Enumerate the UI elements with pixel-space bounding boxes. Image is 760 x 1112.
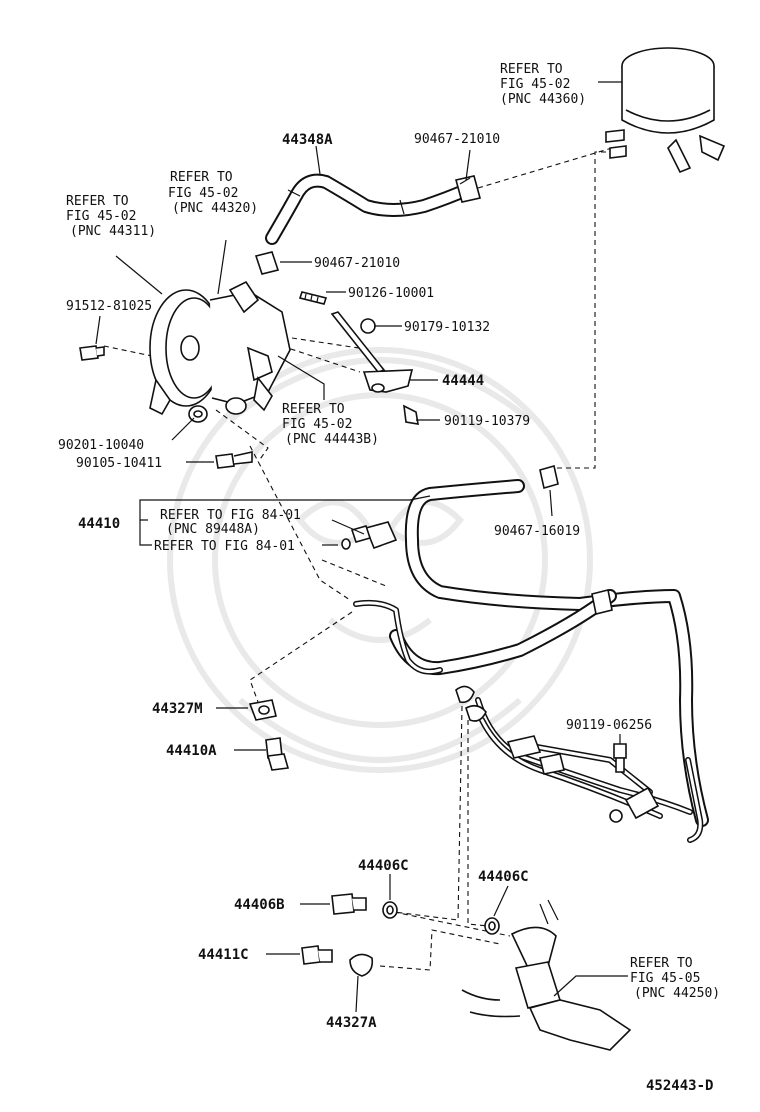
callout-line: (PNC 44443B) bbox=[285, 432, 379, 447]
return-hose-main[interactable] bbox=[404, 479, 709, 827]
part-label: 90467-16019 bbox=[494, 524, 580, 539]
part-label: 44410 bbox=[78, 516, 120, 532]
callout-line: REFER TO bbox=[282, 402, 345, 417]
nut-90179[interactable] bbox=[360, 318, 376, 334]
gasket-44406c-a[interactable] bbox=[382, 901, 398, 919]
part-label: 44410A bbox=[166, 743, 217, 759]
callout-line: REFER TO bbox=[66, 194, 129, 209]
bolt-90126[interactable] bbox=[298, 291, 328, 305]
callout-bracket: REFER TO FIG 45-02 (PNC 44443B) bbox=[282, 402, 379, 447]
callout-line: FIG 45-02 bbox=[168, 186, 238, 201]
callout-switch: REFER TO FIG 84-01 (PNC 89448A) REFER TO… bbox=[154, 508, 301, 554]
callout-line: FIG 45-02 bbox=[500, 77, 570, 92]
union-fitting-44327a[interactable] bbox=[349, 953, 374, 977]
hose-clip-band[interactable] bbox=[591, 589, 613, 615]
part-label: 90467-21010 bbox=[314, 256, 400, 271]
callout-line: REFER TO FIG 84-01 bbox=[154, 539, 295, 554]
union-bolt-44406b[interactable] bbox=[331, 893, 367, 915]
part-label: 90119-06256 bbox=[566, 718, 652, 733]
callout-line: FIG 45-02 bbox=[66, 209, 136, 224]
part-number-labels: 44348A 90467-21010 90467-21010 90126-100… bbox=[58, 132, 652, 1031]
callout-line: (PNC 89448A) bbox=[166, 522, 260, 537]
gasket-44406c-b[interactable] bbox=[484, 917, 500, 935]
callout-line: (PNC 44311) bbox=[70, 224, 156, 239]
return-hose-44348a[interactable] bbox=[265, 173, 473, 245]
part-label: 90105-10411 bbox=[76, 456, 162, 471]
part-label: 90179-10132 bbox=[404, 320, 490, 335]
callout-line: FIG 45-05 bbox=[630, 971, 700, 986]
callout-gear: REFER TO FIG 45-05 (PNC 44250) bbox=[630, 956, 720, 1001]
pressure-hose-main[interactable] bbox=[353, 589, 617, 676]
bolt-90105[interactable] bbox=[215, 451, 253, 469]
part-label: 44327A bbox=[326, 1015, 377, 1031]
reservoir-tank[interactable] bbox=[605, 47, 726, 174]
hose-clamp-upper[interactable] bbox=[455, 175, 481, 203]
hose-bracket-44444[interactable] bbox=[330, 311, 414, 393]
callout-leader-lines bbox=[95, 81, 628, 1013]
callout-line: REFER TO bbox=[500, 62, 563, 77]
bolt-90119-06256[interactable] bbox=[613, 743, 627, 773]
part-label: 44327M bbox=[152, 701, 203, 717]
part-label: 91512-81025 bbox=[66, 299, 152, 314]
part-label: 44406C bbox=[478, 869, 529, 885]
cooler-tube-bundle[interactable] bbox=[475, 697, 704, 843]
part-label: 44348A bbox=[282, 132, 333, 148]
callout-reservoir: REFER TO FIG 45-02 (PNC 44360) bbox=[500, 62, 586, 107]
figure-id: 452443-D bbox=[646, 1078, 713, 1094]
callout-line: REFER TO bbox=[170, 170, 233, 185]
callout-line: (PNC 44360) bbox=[500, 92, 586, 107]
part-label: 90467-21010 bbox=[414, 132, 500, 147]
part-label: 44444 bbox=[442, 373, 484, 389]
hose-clamp-pump[interactable] bbox=[254, 251, 280, 275]
dashed-connection-lines bbox=[103, 147, 615, 971]
part-label: 90126-10001 bbox=[348, 286, 434, 301]
callout-line: REFER TO bbox=[630, 956, 693, 971]
callout-pump: REFER TO FIG 45-02 (PNC 44320) bbox=[168, 170, 258, 216]
callout-pulley: REFER TO FIG 45-02 (PNC 44311) bbox=[66, 194, 156, 239]
power-steering-pump[interactable] bbox=[149, 280, 291, 416]
callout-line: (PNC 44320) bbox=[172, 201, 258, 216]
part-label: 90201-10040 bbox=[58, 438, 144, 453]
union-fittings[interactable] bbox=[455, 685, 487, 722]
part-label: 44406C bbox=[358, 858, 409, 874]
union-bolt-44411c[interactable] bbox=[301, 945, 333, 965]
part-label: 44406B bbox=[234, 897, 285, 913]
part-label: 44411C bbox=[198, 947, 249, 963]
part-label: 90119-10379 bbox=[444, 414, 530, 429]
pressure-switch[interactable] bbox=[341, 521, 398, 550]
union-bolt-44410a[interactable] bbox=[265, 737, 290, 771]
union-bolt-44327m[interactable] bbox=[248, 699, 277, 721]
steering-gear-housing[interactable] bbox=[461, 899, 632, 1051]
bolt-90119-10379[interactable] bbox=[403, 404, 419, 425]
hose-clamp-return[interactable] bbox=[539, 464, 559, 490]
callout-line: (PNC 44250) bbox=[634, 986, 720, 1001]
callout-line: REFER TO FIG 84-01 bbox=[160, 508, 301, 523]
callout-line: FIG 45-02 bbox=[282, 417, 352, 432]
bolt-91512[interactable] bbox=[79, 345, 105, 361]
